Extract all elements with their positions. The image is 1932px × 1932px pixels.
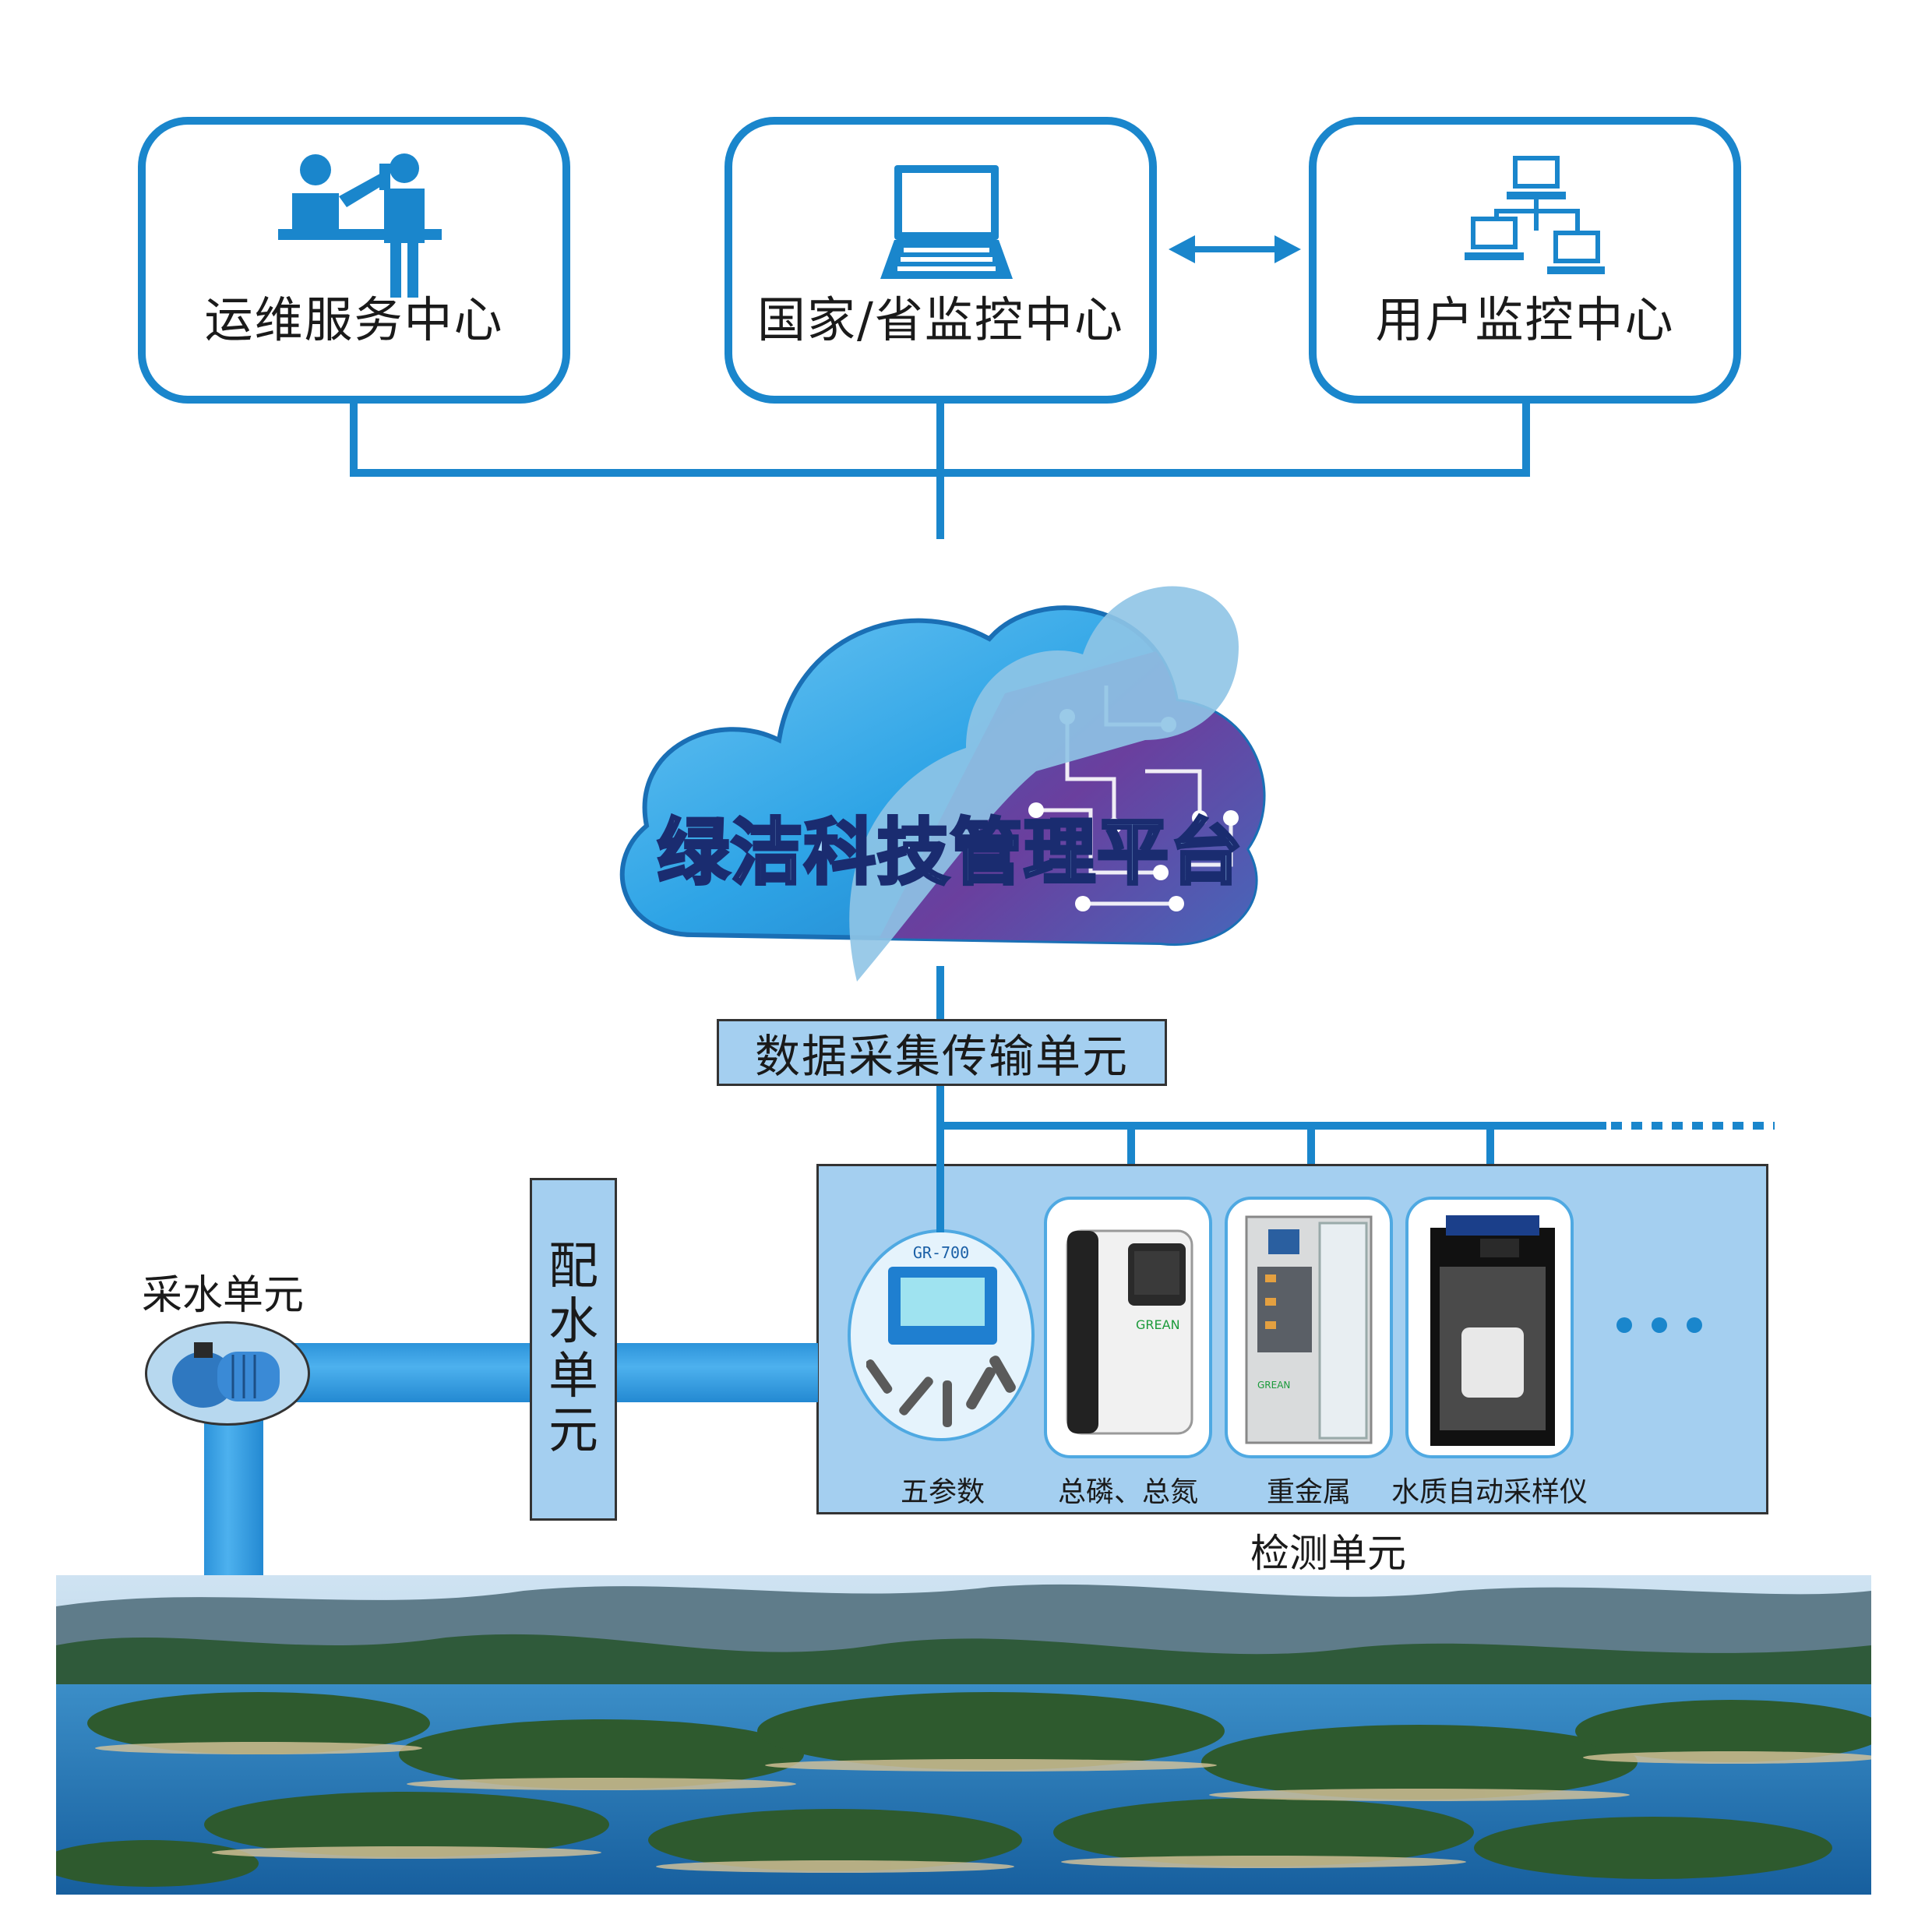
brand-text-2: GREAN: [1257, 1380, 1290, 1391]
pipe-horizontal-right: [615, 1343, 818, 1402]
center-title-ops: 运维服务中心: [204, 291, 504, 348]
peishui-char-3: 单: [548, 1348, 598, 1405]
lake-landscape-image: [56, 1575, 1871, 1895]
sensor-probes-icon: [866, 1356, 1016, 1427]
bus-drop-3: [1486, 1122, 1494, 1200]
bus-drop-2: [1307, 1122, 1315, 1200]
pipe-horizontal-left: [288, 1343, 530, 1402]
bus-drop-0: [936, 1164, 944, 1232]
device-label-tp-tn: 总磷、总氮: [1057, 1476, 1198, 1508]
device-five-param: GR-700: [848, 1229, 1035, 1441]
peishui-char-2: 水: [548, 1292, 598, 1351]
service-staff-icon: [278, 153, 442, 298]
laptop-icon: [880, 165, 1013, 279]
peishui-char-4: 元: [548, 1402, 598, 1461]
network-computers-icon: [1465, 156, 1605, 274]
center-title-user: 用户监控中心: [1375, 291, 1675, 348]
connector-horizontal-top: [350, 469, 1530, 477]
water-pump-icon: [172, 1342, 280, 1408]
detection-unit-label: 检测单元: [1250, 1531, 1406, 1576]
heavy-metal-cabinet-icon: GREAN: [1245, 1215, 1373, 1444]
pump-ellipse: [145, 1321, 310, 1426]
platform-title: 绿洁科技管理平台: [656, 809, 1243, 896]
brand-text-1: GREAN: [1136, 1317, 1180, 1332]
analyzer-cabinet-icon: GREAN: [1066, 1229, 1193, 1435]
device-card-sampler: [1405, 1197, 1574, 1458]
controller-icon: [888, 1267, 997, 1345]
device-model-label: GR-700: [912, 1243, 970, 1262]
connector-cloud-dtu: [936, 966, 944, 1021]
connector-user-down: [1522, 399, 1530, 477]
center-box-ops: 运维服务中心: [138, 117, 570, 404]
dtu-label: 数据采集传输单元: [754, 1030, 1129, 1083]
peishui-box: 配 水 单 元: [530, 1178, 617, 1521]
cloud-platform: [619, 586, 1266, 982]
center-box-user: 用户监控中心: [1309, 117, 1741, 404]
bus-dotted-extension: [1611, 1122, 1775, 1130]
double-arrow-icon: [1169, 235, 1301, 263]
center-box-national: 国家/省监控中心: [724, 117, 1157, 404]
sampler-cabinet-icon: [1430, 1215, 1555, 1446]
device-label-heavy-metal: 重金属: [1266, 1476, 1351, 1508]
device-card-heavy-metal: GREAN: [1225, 1197, 1393, 1458]
device-card-tp-tn: GREAN: [1044, 1197, 1212, 1458]
dtu-box: 数据采集传输单元: [717, 1019, 1167, 1086]
device-label-five-param: 五参数: [900, 1476, 985, 1508]
bus-drop-1: [1127, 1122, 1135, 1200]
pipe-vertical: [204, 1402, 263, 1575]
connector-ops-down: [350, 399, 358, 477]
device-label-sampler: 水质自动采样仪: [1391, 1476, 1588, 1508]
bus-line: [936, 1122, 1606, 1130]
center-title-national: 国家/省监控中心: [757, 291, 1124, 348]
peishui-char-1: 配: [548, 1238, 598, 1296]
more-devices-icon: [1616, 1317, 1702, 1333]
caishui-label: 采水单元: [142, 1272, 305, 1319]
